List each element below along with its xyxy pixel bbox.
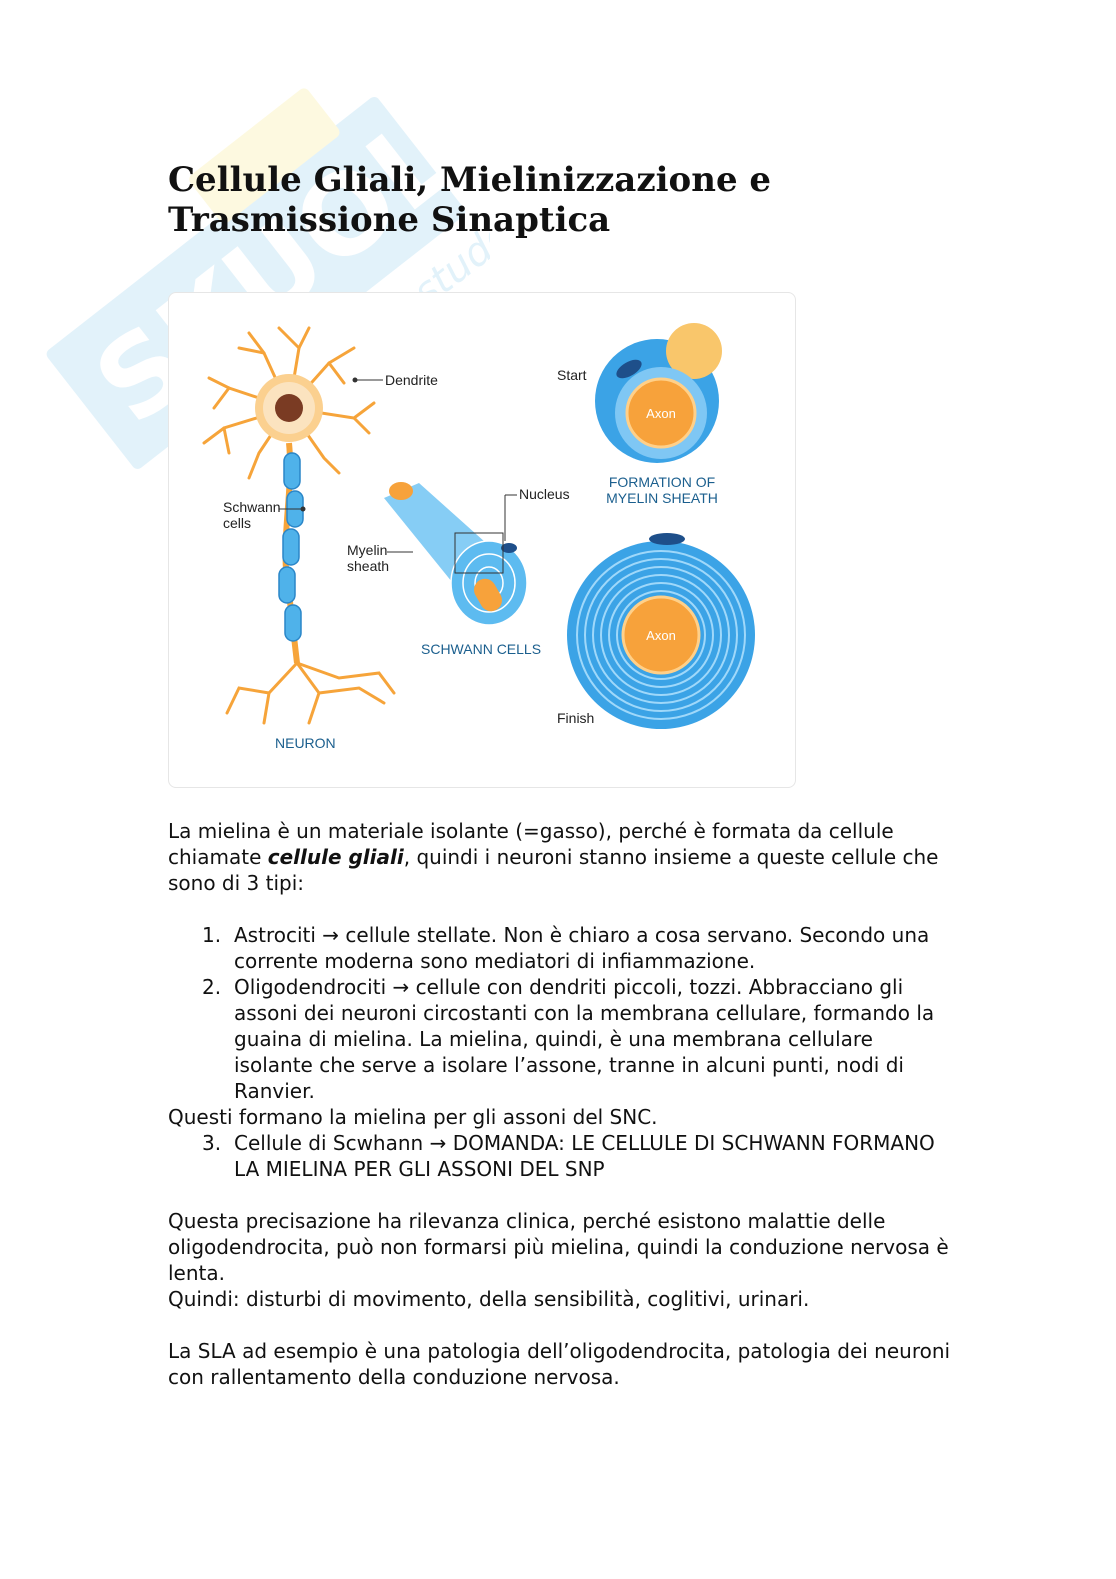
label-dendrite: Dendrite (385, 372, 438, 388)
list-item-astrocytes: 1. Astrociti → cellule stellate. Non è ch… (168, 922, 958, 974)
myelin-start-illustration: Axon (595, 323, 722, 463)
list-number: 1. (202, 923, 222, 947)
glial-cell-types-list-continued: 3. Cellule di Scwhann → DOMANDA: LE CELLU… (168, 1130, 958, 1182)
label-myelin-sheath-1: Myelin (347, 542, 387, 558)
sla-paragraph: La SLA ad esempio è una patologia dell’o… (168, 1339, 951, 1389)
list-item-text: Oligodendrociti → cellule con dendriti p… (234, 975, 935, 1103)
caption-schwann-cells: SCHWANN CELLS (421, 641, 541, 657)
clinical-paragraph: Questa precisazione ha rilevanza clinica… (168, 1209, 949, 1285)
schwann-cell-illustration (384, 482, 528, 626)
glial-cell-types-list: 1. Astrociti → cellule stellate. Non è ch… (168, 922, 958, 1104)
document-title: Cellule Gliali, Mielinizzazione e Trasmi… (168, 160, 772, 240)
list-number: 2. (202, 975, 222, 999)
list-item-schwann: 3. Cellule di Scwhann → DOMANDA: LE CELLU… (168, 1130, 958, 1182)
list-note: Questi formano la mielina per gli assoni… (168, 1105, 658, 1129)
intro-paragraph: La mielina è un materiale isolante (=gas… (168, 818, 958, 896)
label-start: Start (557, 367, 587, 383)
intro-text-before: La mielina è un materiale isolante (=gas… (168, 819, 894, 869)
list-item-text: Astrociti → cellule stellate. Non è chia… (234, 923, 930, 973)
label-schwann-cells-1: Schwann (223, 499, 281, 515)
axon-label-finish: Axon (646, 628, 676, 643)
caption-formation-1: FORMATION OF (609, 474, 715, 490)
myelin-finish-illustration: Axon (567, 533, 755, 729)
glial-cells-emphasis: cellule gliali (267, 845, 404, 869)
caption-neuron: NEURON (275, 735, 336, 751)
label-nucleus: Nucleus (519, 486, 570, 502)
label-finish: Finish (557, 710, 594, 726)
list-number: 3. (202, 1131, 222, 1155)
label-myelin-sheath-2: sheath (347, 558, 389, 574)
caption-formation-2: MYELIN SHEATH (606, 490, 718, 506)
intro-text-after: , quindi i neuroni stanno insieme a ques… (168, 845, 939, 895)
list-item-oligodendrocytes: 2. Oligodendrociti → cellule con dendriti… (168, 974, 958, 1104)
label-schwann-cells-2: cells (223, 515, 251, 531)
document-body: La mielina è un materiale isolante (=gas… (168, 818, 958, 1390)
document-page: Cellule Gliali, Mielinizzazione e Trasmi… (168, 150, 958, 1389)
list-item-text: Cellule di Scwhann → DOMANDA: LE CELLULE… (234, 1131, 935, 1181)
myelin-figure: Axon Axon (168, 292, 796, 788)
disorders-paragraph: Quindi: disturbi di movimento, della sen… (168, 1287, 810, 1311)
myelin-diagram: Axon Axon (202, 323, 755, 751)
axon-label-start: Axon (646, 406, 676, 421)
